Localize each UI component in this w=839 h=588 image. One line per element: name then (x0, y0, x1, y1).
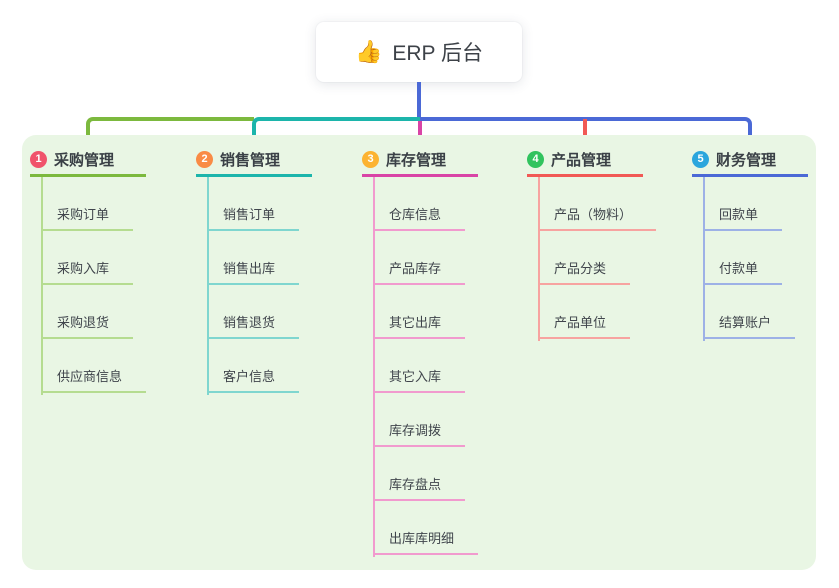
child-node[interactable]: 其它入库 (373, 339, 466, 393)
child-node[interactable]: 采购退货 (41, 285, 134, 339)
child-node[interactable]: 结算账户 (703, 285, 796, 339)
child-connector-line (207, 177, 209, 395)
child-connector-line (703, 177, 705, 341)
child-node[interactable]: 仓库信息 (373, 177, 466, 231)
child-node[interactable]: 销售订单 (207, 177, 300, 231)
branch-badge-3: 3 (362, 150, 379, 168)
child-node[interactable]: 销售退货 (207, 285, 300, 339)
drop-line-product (583, 119, 587, 142)
branch-title-finance: 财务管理 (716, 151, 777, 169)
child-node[interactable]: 产品库存 (373, 231, 466, 285)
branch-node-purchase[interactable]: 1 采购管理 (30, 144, 146, 177)
bus-segment-purchase-green (86, 117, 254, 142)
branch-badge-5: 5 (692, 150, 709, 168)
child-node[interactable]: 供应商信息 (41, 339, 147, 393)
branch-children-purchase: 采购订单 采购入库 采购退货 供应商信息 (30, 177, 147, 395)
branch-title-sales: 销售管理 (220, 151, 281, 169)
bus-segment-sales-teal (252, 117, 420, 142)
thumbs-up-icon: 👍 (354, 39, 383, 64)
branch-column-purchase: 1 采购管理 采购订单 采购入库 采购退货 供应商信息 (30, 144, 147, 395)
child-node[interactable]: 出库库明细 (373, 501, 479, 555)
branch-badge-2: 2 (196, 150, 213, 168)
root-connector-line (417, 82, 421, 121)
branch-children-product: 产品（物料） 产品分类 产品单位 (527, 177, 657, 341)
child-node[interactable]: 回款单 (703, 177, 783, 231)
branch-column-finance: 5 财务管理 回款单 付款单 结算账户 (692, 144, 808, 341)
branch-column-inventory: 3 库存管理 仓库信息 产品库存 其它出库 其它入库 库存调拨 库存盘点 出库库… (362, 144, 479, 557)
branches-panel (22, 135, 816, 570)
branch-children-finance: 回款单 付款单 结算账户 (692, 177, 808, 341)
child-node[interactable]: 产品单位 (538, 285, 631, 339)
child-node[interactable]: 客户信息 (207, 339, 300, 393)
child-node[interactable]: 销售出库 (207, 231, 300, 285)
child-node[interactable]: 库存盘点 (373, 447, 466, 501)
branch-node-sales[interactable]: 2 销售管理 (196, 144, 312, 177)
branch-node-product[interactable]: 4 产品管理 (527, 144, 643, 177)
child-connector-line (373, 177, 375, 557)
branch-title-purchase: 采购管理 (54, 151, 115, 169)
branch-node-inventory[interactable]: 3 库存管理 (362, 144, 478, 177)
child-node[interactable]: 产品（物料） (538, 177, 657, 231)
child-node[interactable]: 产品分类 (538, 231, 631, 285)
branch-title-product: 产品管理 (551, 151, 612, 169)
root-node[interactable]: 👍 ERP 后台 (316, 22, 522, 82)
drop-line-inventory (418, 121, 422, 142)
branch-node-finance[interactable]: 5 财务管理 (692, 144, 808, 177)
child-connector-line (538, 177, 540, 341)
branch-children-sales: 销售订单 销售出库 销售退货 客户信息 (196, 177, 312, 395)
child-connector-line (41, 177, 43, 395)
child-node[interactable]: 其它出库 (373, 285, 466, 339)
branch-title-inventory: 库存管理 (386, 151, 447, 169)
branch-column-sales: 2 销售管理 销售订单 销售出库 销售退货 客户信息 (196, 144, 312, 395)
branch-badge-4: 4 (527, 150, 544, 168)
branch-badge-1: 1 (30, 150, 47, 168)
child-node[interactable]: 采购订单 (41, 177, 134, 231)
child-node[interactable]: 采购入库 (41, 231, 134, 285)
root-node-label: ERP 后台 (392, 42, 484, 65)
child-node[interactable]: 付款单 (703, 231, 783, 285)
branch-column-product: 4 产品管理 产品（物料） 产品分类 产品单位 (527, 144, 657, 341)
branch-children-inventory: 仓库信息 产品库存 其它出库 其它入库 库存调拨 库存盘点 出库库明细 (362, 177, 479, 557)
child-node[interactable]: 库存调拨 (373, 393, 466, 447)
